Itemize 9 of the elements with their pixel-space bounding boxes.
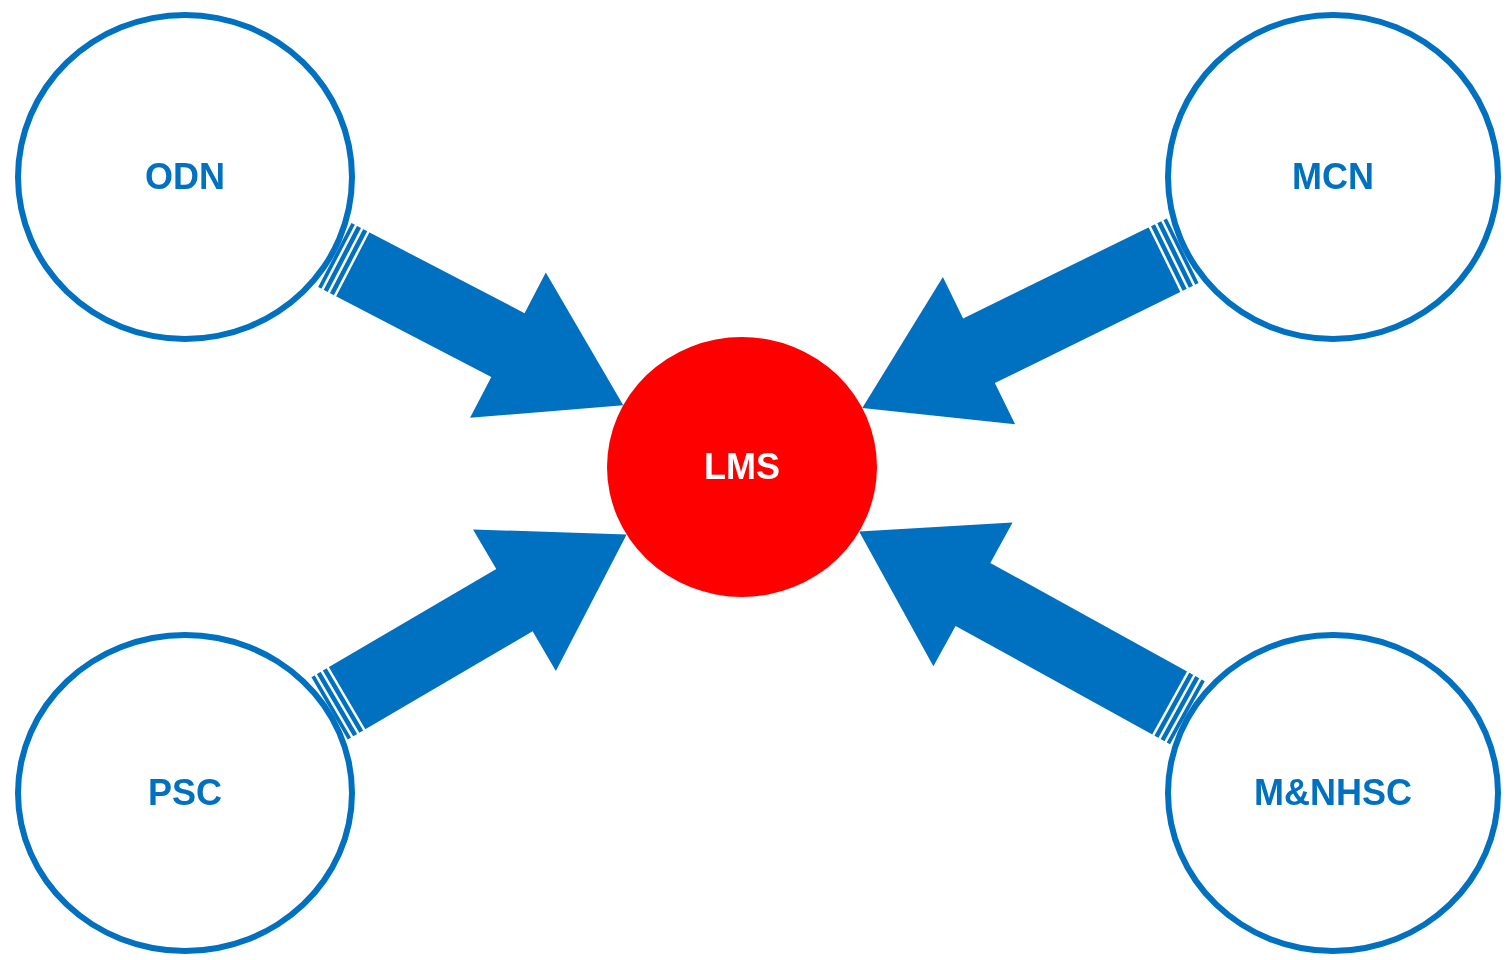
node-label: ODN bbox=[145, 156, 225, 198]
node-label: M&NHSC bbox=[1254, 772, 1412, 814]
block-arrow bbox=[318, 223, 624, 418]
block-arrow bbox=[862, 218, 1199, 425]
block-arrow bbox=[859, 522, 1205, 745]
node-label: LMS bbox=[704, 446, 780, 488]
node-label: PSC bbox=[148, 772, 222, 814]
block-arrow bbox=[311, 529, 627, 740]
node-label: MCN bbox=[1292, 156, 1374, 198]
